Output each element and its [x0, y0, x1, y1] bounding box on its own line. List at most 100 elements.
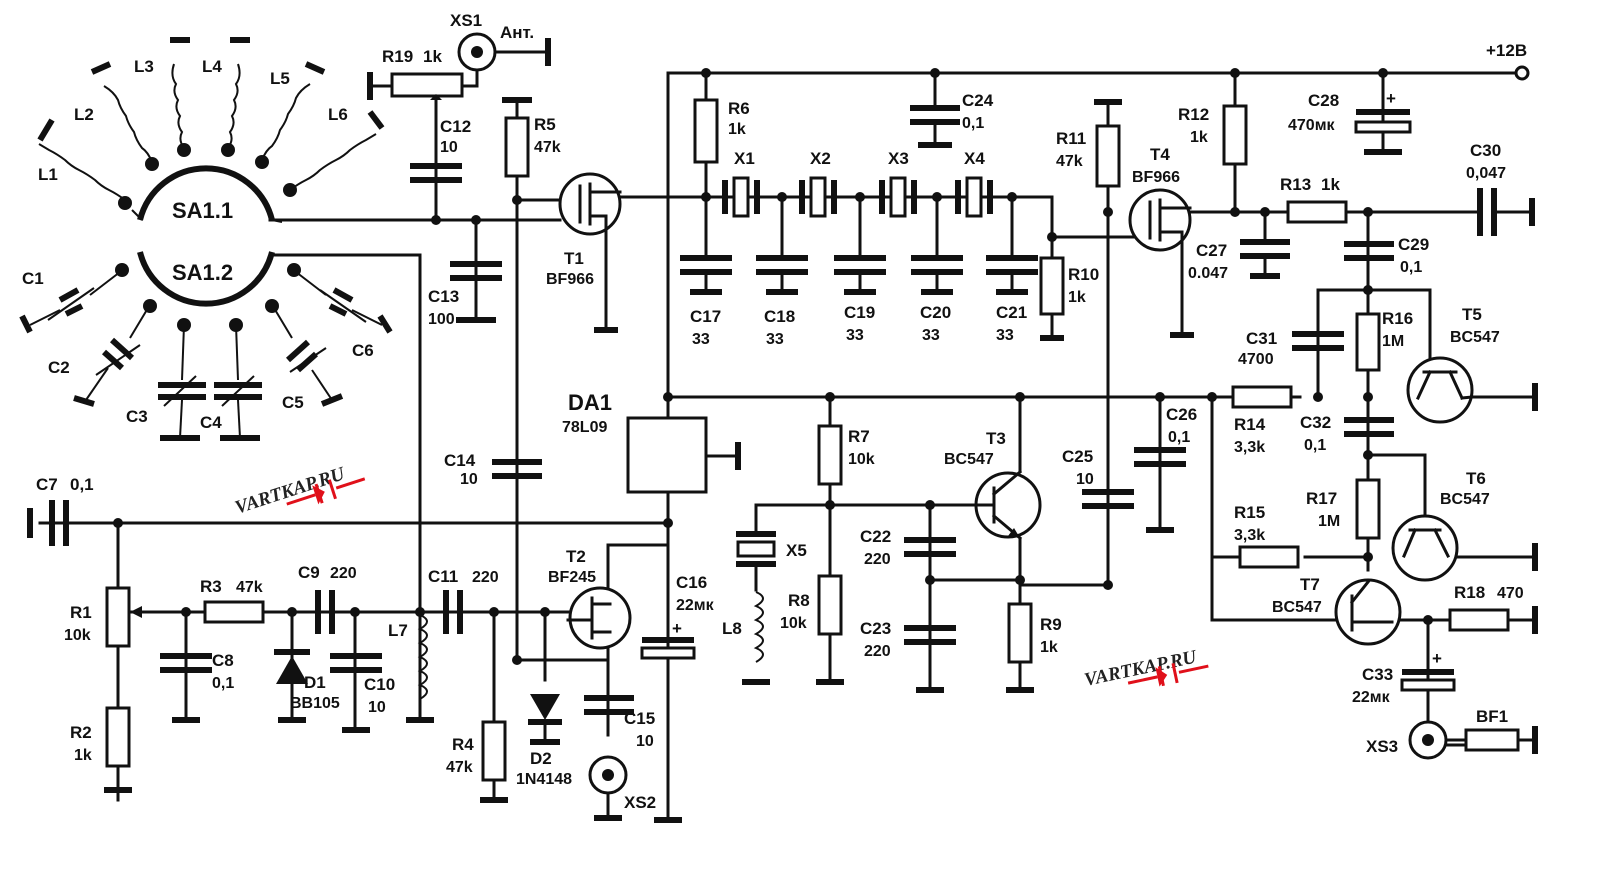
r3-value: 47k — [236, 579, 263, 596]
c29-ref: C29 — [1398, 235, 1429, 254]
c9-ref: C9 — [298, 563, 320, 582]
switch-sa1: SA1.1 SA1.2 — [131, 165, 283, 307]
r1-value: 10k — [64, 627, 91, 644]
d1: D1 BB105 — [274, 649, 340, 723]
xs3-bf1: BF1 XS3 — [1366, 707, 1538, 760]
c24: C24 0,1 — [910, 71, 994, 148]
watermark-text: VARTKAP.RU — [232, 463, 348, 519]
c29-value: 0,1 — [1400, 259, 1422, 276]
t3: T3 BC547 — [944, 429, 1042, 541]
c20-ref: C20 — [920, 303, 951, 322]
t2-ref: T2 — [566, 547, 586, 566]
c12: C12 10 — [410, 117, 471, 183]
c13-value: 100 — [428, 311, 455, 328]
c17-ref: C17 — [690, 307, 721, 326]
crystal-filter: X1 X2 X3 X4 — [722, 149, 993, 218]
c23-ref: C23 — [860, 619, 891, 638]
r16-value: 1M — [1382, 333, 1404, 350]
bf1-ref: BF1 — [1476, 707, 1508, 726]
c16-value: 22мк — [676, 597, 715, 614]
r9-value: 1k — [1040, 639, 1058, 656]
r18-ref: R18 — [1454, 583, 1485, 602]
supply-terminal: +12В — [1486, 41, 1530, 81]
c22-value: 220 — [864, 551, 891, 568]
x3-ref: X3 — [888, 149, 909, 168]
c19: C19 33 — [834, 195, 886, 344]
r17: R17 1M — [1306, 478, 1381, 540]
watermark-left: VARTKAP.RU — [232, 463, 366, 519]
r18-value: 470 — [1497, 585, 1524, 602]
r2-value: 1k — [74, 747, 92, 764]
r14-value: 3,3k — [1234, 439, 1265, 456]
c27-ref: C27 — [1196, 241, 1227, 260]
c10-ref: C10 — [364, 675, 395, 694]
trimmer-label: C4 — [200, 413, 222, 432]
r15: R15 3,3k — [1234, 503, 1300, 569]
antenna-input: XS1 Ант. R19 1k — [367, 11, 551, 104]
d1-value: BB105 — [290, 695, 340, 712]
c31-ref: C31 — [1246, 329, 1277, 348]
c33: + C33 22мк — [1352, 618, 1456, 724]
trimmer-fan: C1 C2 C3 C4 C5 C6 — [19, 263, 393, 441]
inductor-label: L1 — [38, 165, 58, 184]
c11: C11 220 — [428, 567, 499, 634]
t5-value: BC547 — [1450, 329, 1500, 346]
xs2-ref: XS2 — [624, 793, 656, 812]
t1-value: BF966 — [546, 271, 594, 288]
switch-label-b: SA1.2 — [172, 260, 233, 285]
da1-value: 78L09 — [562, 419, 607, 436]
d1-ref: D1 — [304, 673, 326, 692]
c9-value: 220 — [330, 565, 357, 582]
r3: R3 47k — [200, 577, 265, 624]
r15-ref: R15 — [1234, 503, 1265, 522]
r4-ref: R4 — [452, 735, 474, 754]
c32-value: 0,1 — [1304, 437, 1326, 454]
da1: DA1 78L09 — [562, 390, 741, 494]
trimmer-label: C5 — [282, 393, 304, 412]
trimmer-c6 — [287, 263, 393, 334]
c27-value: 0.047 — [1188, 265, 1228, 282]
t3-ref: T3 — [986, 429, 1006, 448]
t1-ref: T1 — [564, 249, 584, 268]
x1-ref: X1 — [734, 149, 755, 168]
c8: C8 0,1 — [160, 651, 234, 723]
t5-ref: T5 — [1462, 305, 1482, 324]
inductor-fan: L1 L2 L3 L4 L5 L6 — [37, 37, 385, 210]
c22: C22 220 — [860, 527, 956, 568]
trimmer-c4 — [214, 318, 262, 441]
l8-ref: L8 — [722, 619, 742, 638]
r17-value: 1M — [1318, 513, 1340, 530]
r1-ref: R1 — [70, 603, 92, 622]
c18-ref: C18 — [764, 307, 795, 326]
x1: X1 — [722, 149, 760, 218]
c30-ref: C30 — [1470, 141, 1501, 160]
c31-value: 4700 — [1238, 351, 1274, 368]
c19-value: 33 — [846, 327, 864, 344]
c31: C31 4700 — [1238, 329, 1344, 368]
c7-ref: C7 — [36, 475, 58, 494]
l7: L7 — [388, 614, 434, 723]
r9-ref: R9 — [1040, 615, 1062, 634]
t5: T5 BC547 — [1406, 305, 1538, 424]
r11-value: 47k — [1056, 153, 1083, 170]
x5-ref: X5 — [786, 541, 807, 560]
d2: D2 1N4148 — [516, 694, 572, 788]
c11-value: 220 — [472, 569, 499, 586]
xs3-ref: XS3 — [1366, 737, 1398, 756]
trimmer-label: C2 — [48, 358, 70, 377]
r13-ref: R13 — [1280, 175, 1311, 194]
r3-ref: R3 — [200, 577, 222, 596]
r12-ref: R12 — [1178, 105, 1209, 124]
r9: R9 1k — [1006, 602, 1062, 693]
t7: T7 BC547 — [1272, 575, 1402, 646]
watermark-text: VARTKAP.RU — [1082, 646, 1199, 690]
r19-ref: R19 — [382, 47, 413, 66]
inductor-label: L2 — [74, 105, 94, 124]
c21: C21 33 — [986, 195, 1038, 344]
r4-value: 47k — [446, 759, 473, 776]
filter-caps: C17 33 C18 33 C19 33 C20 33 — [680, 195, 1038, 348]
t6-value: BC547 — [1440, 491, 1490, 508]
r6-ref: R6 — [728, 99, 750, 118]
supply-label: +12В — [1486, 41, 1527, 60]
